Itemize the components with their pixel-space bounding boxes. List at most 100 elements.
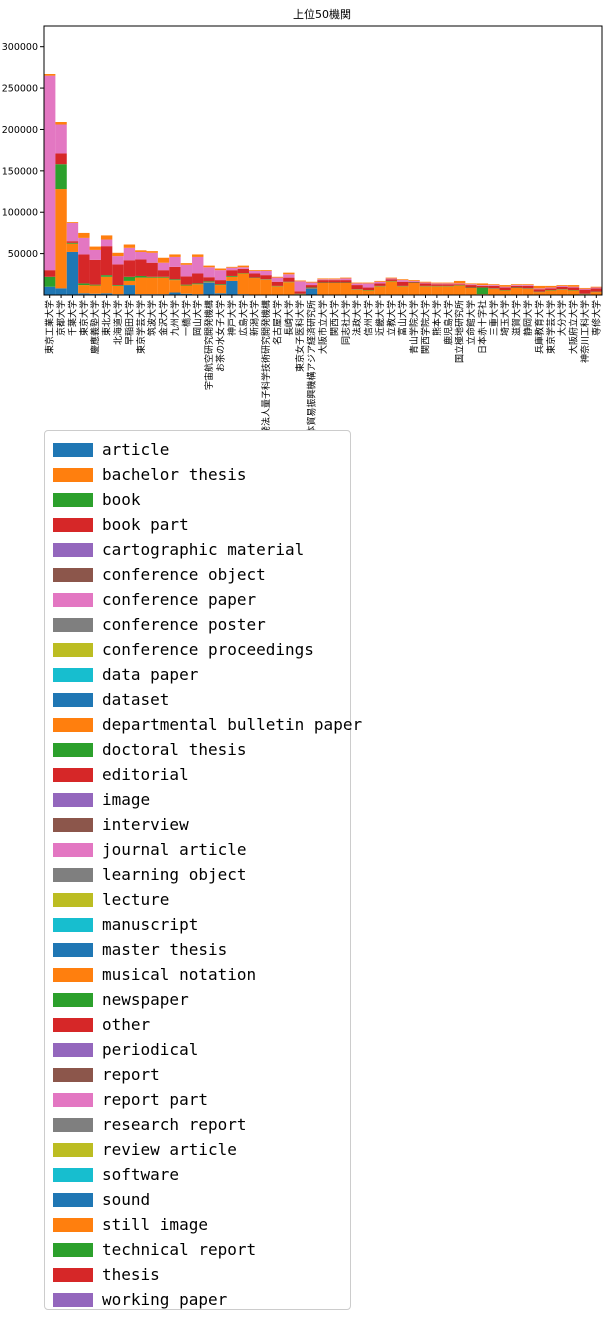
bar-segment bbox=[488, 285, 500, 286]
legend-swatch bbox=[53, 667, 93, 682]
bar-segment bbox=[533, 285, 546, 289]
x-tick-label: 関西大学 bbox=[328, 300, 340, 336]
legend-label: book part bbox=[102, 515, 189, 534]
x-tick-label: 京都大学 bbox=[55, 300, 67, 336]
y-tick-label: 200000 bbox=[2, 125, 38, 136]
bar-segment bbox=[214, 284, 227, 286]
bar-segment bbox=[453, 280, 466, 284]
bar-segment bbox=[328, 282, 341, 295]
legend-item: other bbox=[53, 1012, 150, 1037]
bar-segment bbox=[305, 281, 318, 283]
x-tick-label: 青山学院大学 bbox=[408, 300, 420, 354]
legend-item: technical report bbox=[53, 1237, 256, 1262]
legend-swatch bbox=[53, 917, 93, 932]
bar-segment bbox=[522, 285, 534, 286]
bar-segment bbox=[317, 282, 329, 295]
bar-segment bbox=[89, 249, 101, 260]
legend-item: periodical bbox=[53, 1037, 198, 1062]
x-tick-label: 東京工業大学 bbox=[44, 300, 56, 354]
bar-segment bbox=[123, 244, 136, 248]
bar-segment bbox=[374, 286, 386, 295]
x-tick-label: 千葉大学 bbox=[66, 300, 78, 336]
legend-swatch bbox=[53, 892, 93, 907]
bar-segment bbox=[226, 266, 238, 268]
bar-segment bbox=[135, 259, 147, 276]
bar-segment bbox=[305, 285, 318, 288]
legend-item: musical notation bbox=[53, 962, 256, 987]
x-tick-label: 宇宙航空研究開発機構 bbox=[203, 300, 215, 390]
y-tick-label: 300000 bbox=[2, 42, 38, 53]
legend-item: editorial bbox=[53, 762, 189, 787]
bar-segment bbox=[431, 283, 443, 285]
legend-item: interview bbox=[53, 812, 189, 837]
bar-segment bbox=[180, 264, 193, 277]
x-tick-label: 名古屋大学 bbox=[271, 300, 283, 345]
bar-segment bbox=[556, 286, 568, 290]
x-tick-label: 日本赤十字社 bbox=[476, 300, 488, 354]
x-tick-label: 東京女子医科大学 bbox=[294, 300, 306, 372]
legend-swatch bbox=[53, 1167, 93, 1182]
bar-segment bbox=[78, 293, 90, 295]
bar-segment bbox=[180, 284, 193, 286]
bar-segment bbox=[78, 285, 90, 294]
bar-segment bbox=[135, 251, 147, 260]
bar-segment bbox=[533, 288, 546, 290]
bar-segment bbox=[112, 264, 124, 286]
bar-segment bbox=[465, 284, 477, 286]
legend-item: working paper bbox=[53, 1287, 227, 1312]
legend-item: image bbox=[53, 787, 150, 812]
legend-swatch bbox=[53, 767, 93, 782]
bar-segment bbox=[260, 275, 272, 280]
bar-segment bbox=[66, 242, 79, 244]
x-tick-label: 大阪府立大学 bbox=[568, 300, 580, 354]
legend-item: bachelor thesis bbox=[53, 462, 247, 487]
bar-segment bbox=[100, 293, 113, 295]
bar-segment bbox=[476, 283, 489, 286]
bar-segment bbox=[44, 276, 56, 287]
legend-label: conference object bbox=[102, 565, 266, 584]
bar-segment bbox=[169, 256, 181, 267]
bar-segment bbox=[431, 286, 443, 295]
legend-item: doctoral thesis bbox=[53, 737, 247, 762]
bar-segment bbox=[567, 287, 580, 291]
legend-swatch bbox=[53, 517, 93, 532]
bar-segment bbox=[567, 286, 580, 288]
bar-segment bbox=[180, 293, 193, 295]
legend-swatch bbox=[53, 1267, 93, 1282]
bar-segment bbox=[351, 289, 363, 295]
bar-segment bbox=[590, 286, 602, 288]
bar-segment bbox=[271, 281, 284, 286]
legend-label: newspaper bbox=[102, 990, 189, 1009]
bar-segment bbox=[214, 270, 227, 281]
bar-segment bbox=[453, 283, 466, 285]
x-tick-label: 北海道大学 bbox=[112, 300, 124, 345]
legend-label: report part bbox=[102, 1090, 208, 1109]
bar-segment bbox=[374, 281, 386, 284]
bar-segment bbox=[453, 285, 466, 295]
bar-segment bbox=[351, 285, 363, 290]
legend-label: bachelor thesis bbox=[102, 465, 247, 484]
legend-label: working paper bbox=[102, 1290, 228, 1309]
bar-segment bbox=[146, 262, 158, 277]
bar-segment bbox=[180, 263, 193, 265]
x-tick-label: 神戸大学 bbox=[226, 300, 238, 336]
legend-item: conference object bbox=[53, 562, 266, 587]
legend-item: conference proceedings bbox=[53, 637, 314, 662]
legend-item: conference poster bbox=[53, 612, 266, 637]
legend-item: newspaper bbox=[53, 987, 189, 1012]
legend-swatch bbox=[53, 642, 93, 657]
bar-segment bbox=[590, 292, 602, 295]
legend-swatch bbox=[53, 1292, 93, 1307]
legend-swatch bbox=[53, 1142, 93, 1157]
bar-segment bbox=[78, 283, 90, 286]
bar-segment bbox=[567, 285, 580, 287]
bar-segment bbox=[499, 290, 511, 295]
x-tick-label: 立命館大学 bbox=[465, 300, 477, 345]
legend-label: interview bbox=[102, 815, 189, 834]
bar-segment bbox=[408, 280, 420, 281]
legend-label: conference poster bbox=[102, 615, 266, 634]
bar-segment bbox=[317, 279, 329, 281]
legend-label: conference proceedings bbox=[102, 640, 314, 659]
bar-segment bbox=[55, 164, 67, 190]
legend-item: master thesis bbox=[53, 937, 227, 962]
